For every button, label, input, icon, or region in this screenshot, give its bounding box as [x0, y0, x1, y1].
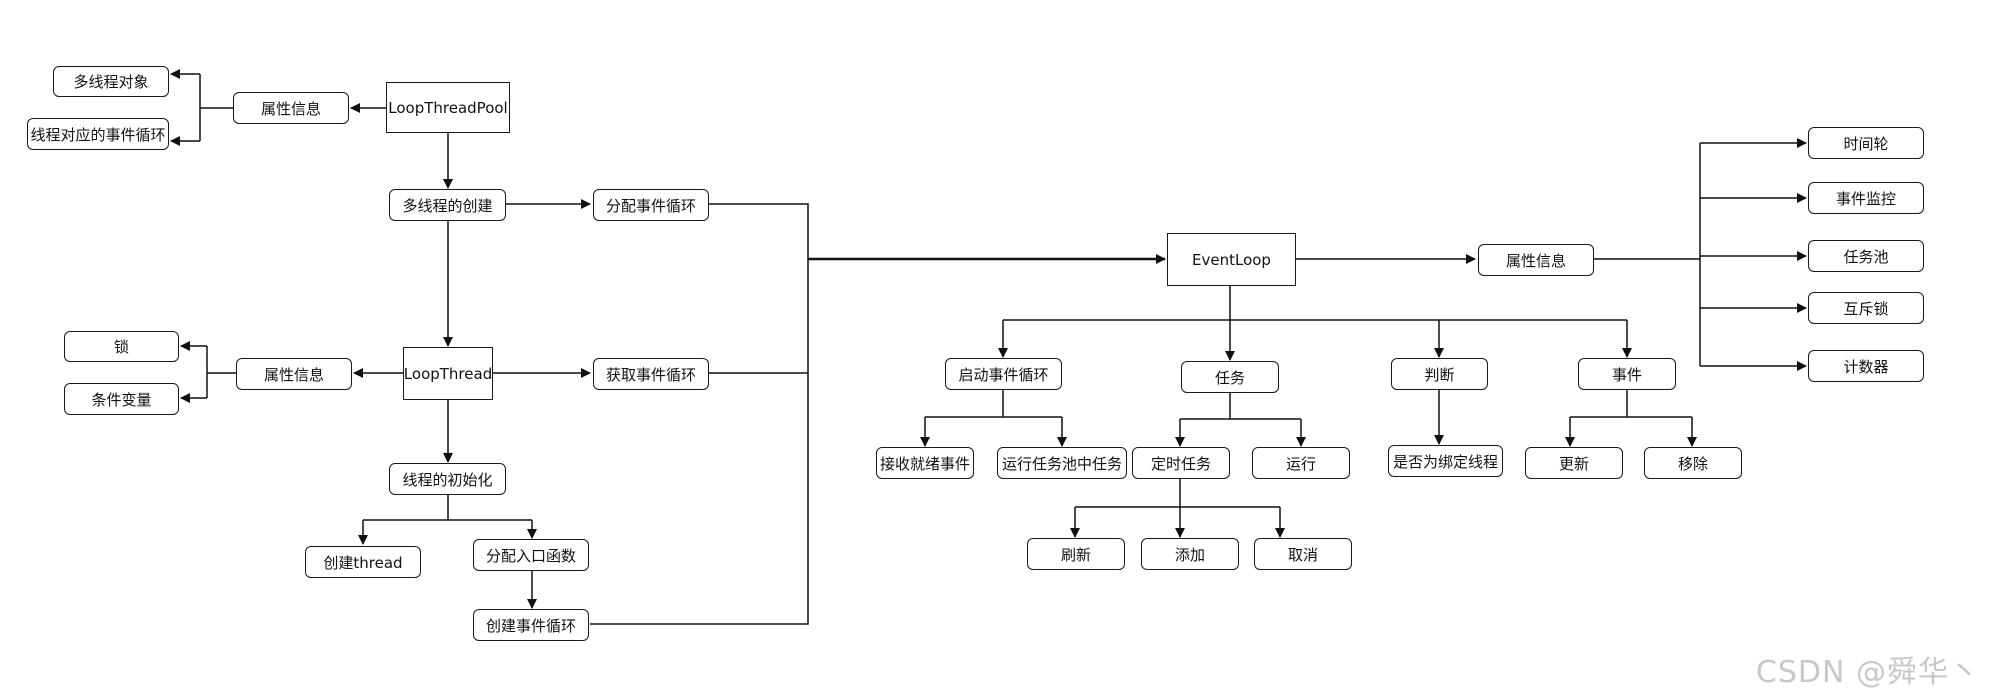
- node-refresh: 刷新: [1027, 538, 1125, 570]
- node-thread-loop-map: 线程对应的事件循环: [27, 118, 169, 150]
- node-counter: 计数器: [1808, 350, 1924, 382]
- node-event-monitor: 事件监控: [1808, 182, 1924, 214]
- node-start-event-loop: 启动事件循环: [945, 358, 1062, 390]
- edge-el-down: [1003, 286, 1627, 321]
- node-thread-init: 线程的初始化: [389, 463, 506, 495]
- node-receive-ready-events: 接收就绪事件: [876, 447, 974, 479]
- node-timer-task: 定时任务: [1132, 447, 1230, 479]
- edge-attr-branch: [199, 74, 233, 141]
- node-run-task-pool-tasks: 运行任务池中任务: [997, 447, 1127, 479]
- edge-tattr-branch: [206, 346, 236, 398]
- watermark: CSDN @舜华丶: [1755, 655, 1980, 690]
- edge-start-branch: [925, 390, 1062, 418]
- node-remove: 移除: [1644, 447, 1742, 479]
- node-multi-thread-object: 多线程对象: [53, 66, 169, 97]
- node-pool-attributes: 属性信息: [233, 92, 349, 124]
- node-loop-thread-pool: LoopThreadPool: [386, 82, 510, 133]
- node-cancel: 取消: [1254, 538, 1352, 570]
- node-condition-variable: 条件变量: [64, 383, 179, 415]
- node-judge: 判断: [1391, 358, 1488, 390]
- edge-event-branch: [1570, 390, 1692, 418]
- edge-lattr-bus: [1593, 143, 1701, 366]
- node-mutex: 互斥锁: [1808, 292, 1924, 324]
- node-event-loop: EventLoop: [1167, 233, 1296, 286]
- node-run: 运行: [1252, 447, 1350, 479]
- node-multi-thread-create: 多线程的创建: [389, 189, 506, 221]
- edge-init-branch: [363, 495, 532, 521]
- node-task-pool: 任务池: [1808, 240, 1924, 272]
- node-get-event-loop: 获取事件循环: [593, 358, 709, 390]
- node-create-event-loop: 创建事件循环: [473, 609, 589, 641]
- node-loop-thread: LoopThread: [403, 347, 493, 400]
- node-is-bound-thread: 是否为绑定线程: [1388, 445, 1503, 477]
- node-update: 更新: [1525, 447, 1623, 479]
- edge-task-branch: [1180, 392, 1301, 420]
- edge-bus: [590, 203, 809, 625]
- edge-timer-branch: [1075, 479, 1280, 508]
- node-loop-attributes: 属性信息: [1478, 244, 1594, 276]
- node-thread-attributes: 属性信息: [236, 358, 352, 390]
- node-time-wheel: 时间轮: [1808, 127, 1924, 159]
- node-create-thread: 创建thread: [305, 546, 421, 578]
- node-assign-event-loop: 分配事件循环: [593, 189, 709, 221]
- node-add: 添加: [1141, 538, 1239, 570]
- node-assign-entry-function: 分配入口函数: [473, 539, 589, 571]
- node-task: 任务: [1181, 361, 1279, 393]
- node-lock: 锁: [64, 331, 179, 362]
- node-event: 事件: [1578, 358, 1676, 390]
